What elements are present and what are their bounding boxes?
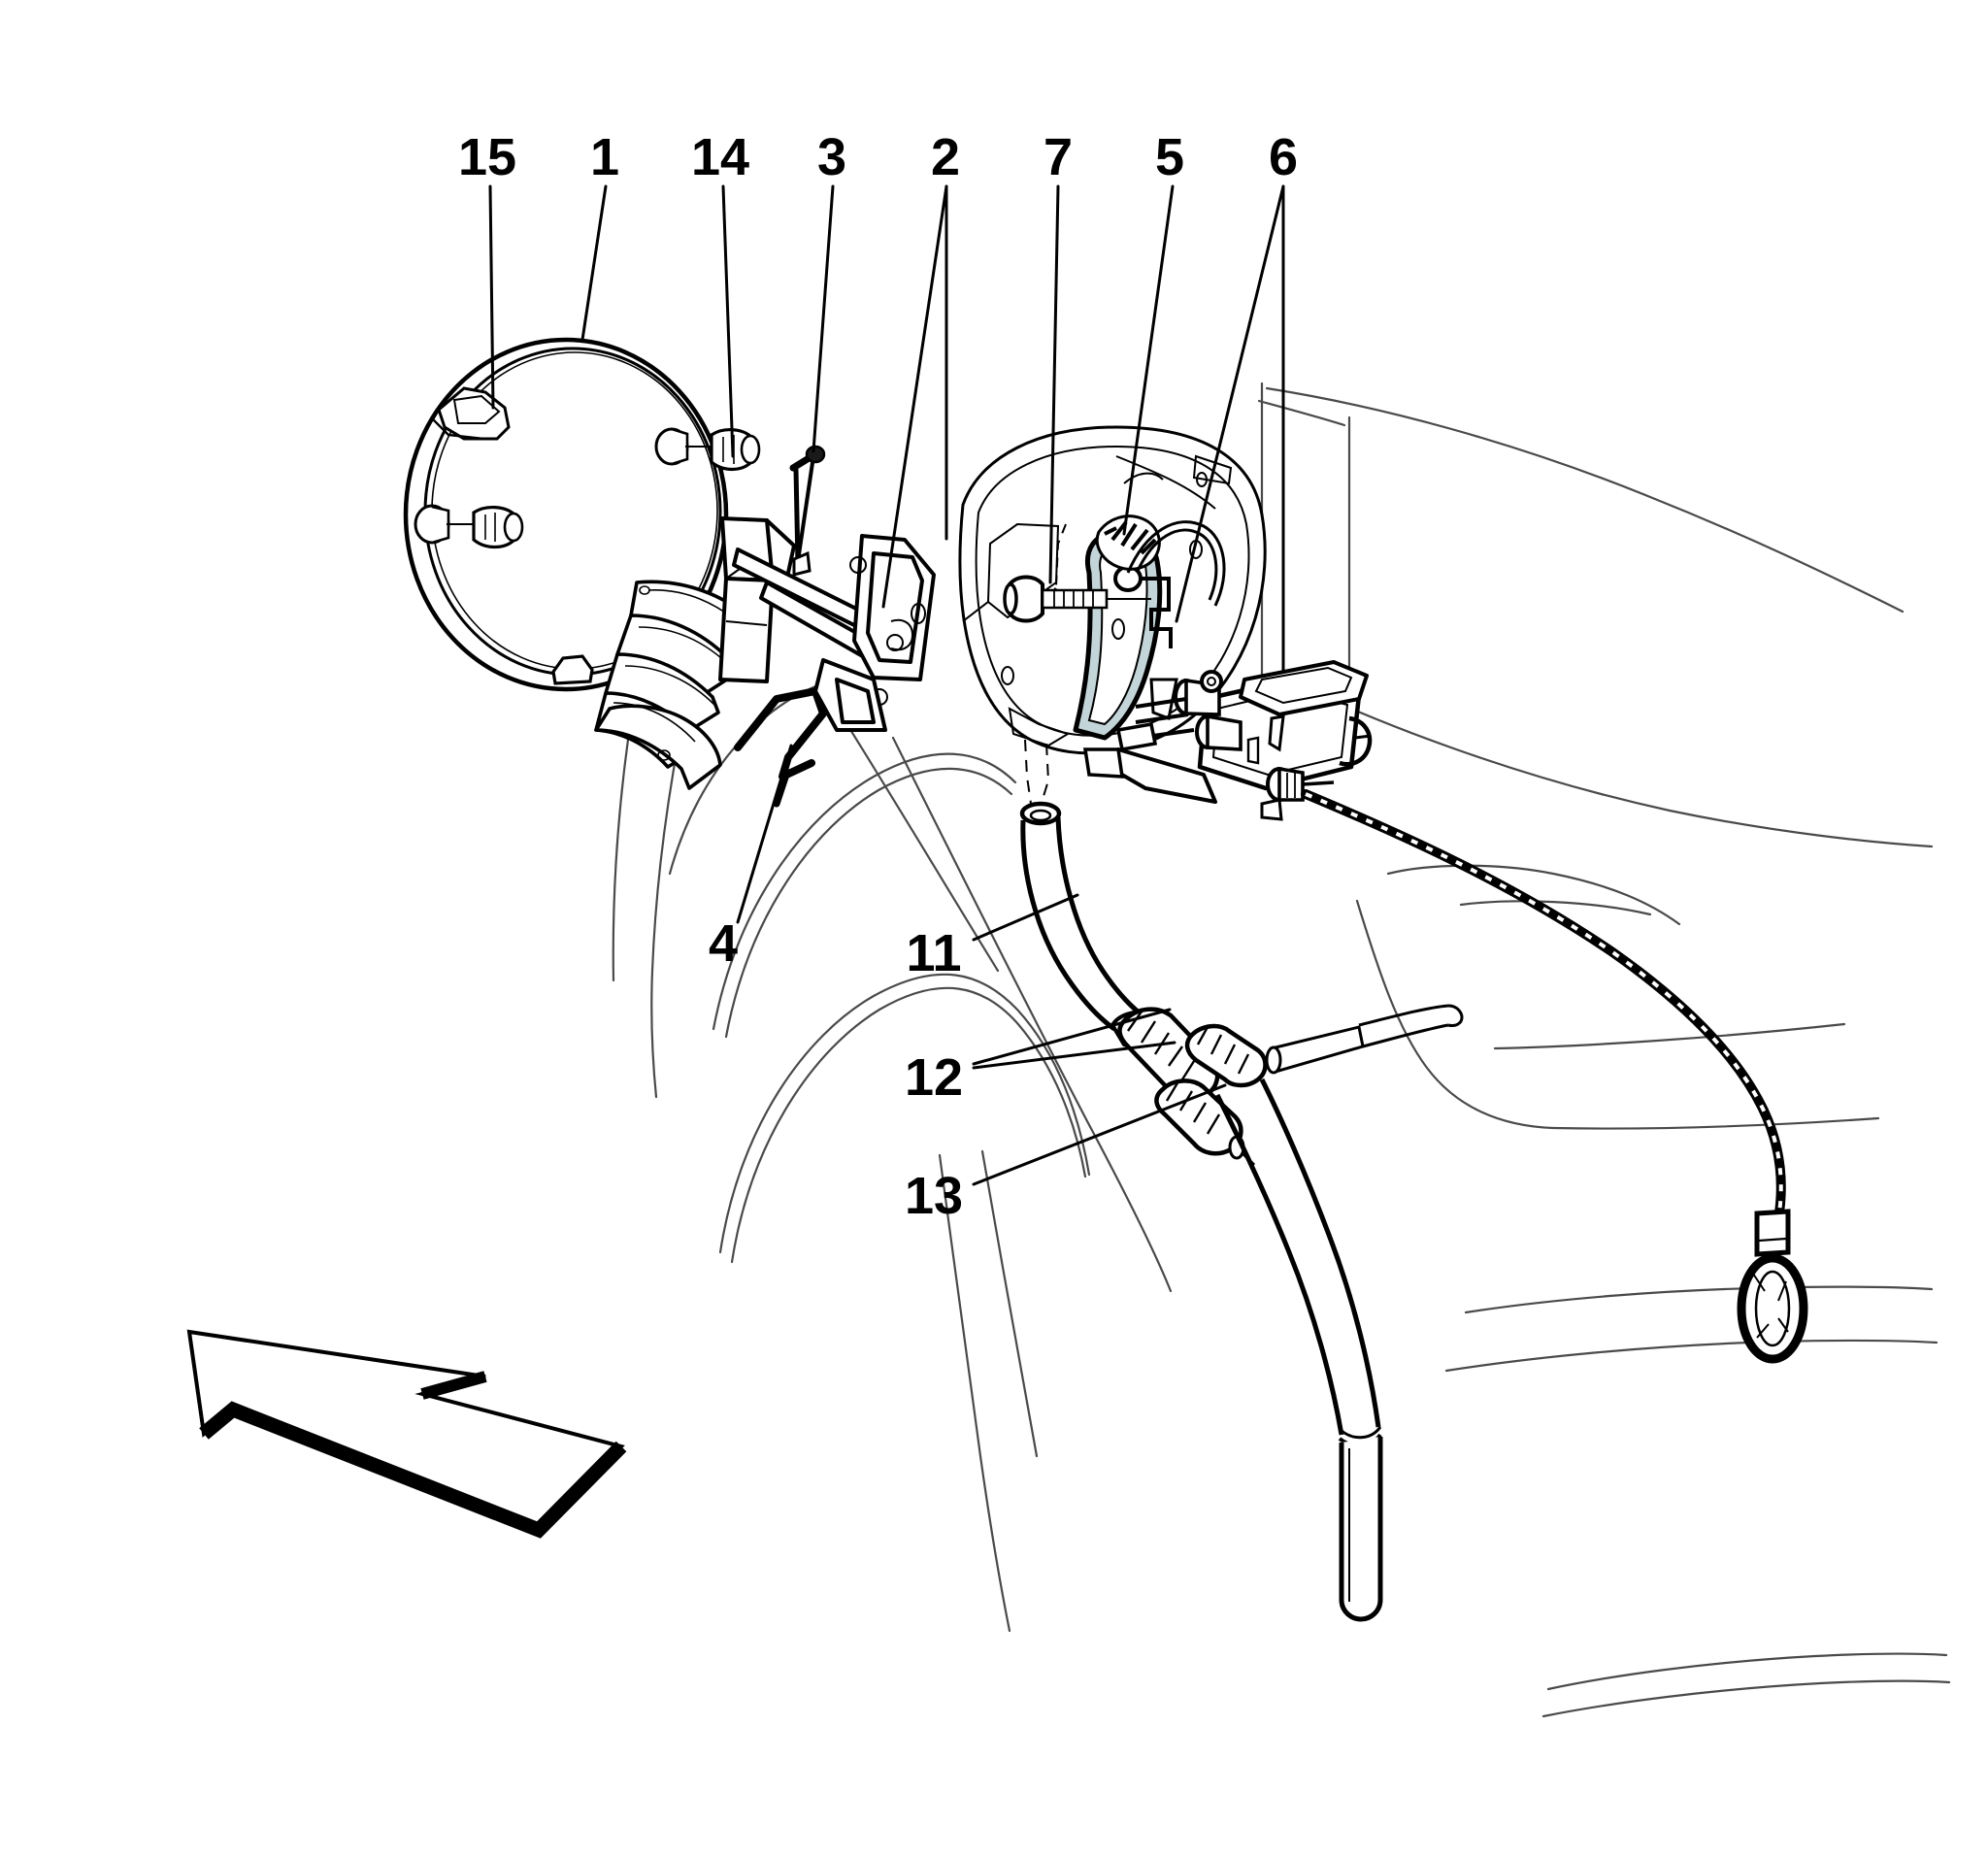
leader-14: [721, 184, 735, 458]
leader-5: [1122, 184, 1175, 536]
part-4-spring-clip: [734, 687, 827, 780]
callout-label-14: 14: [691, 128, 749, 186]
callout-label-13: 13: [905, 1167, 963, 1225]
callout-label-15: 15: [458, 128, 516, 186]
callout-label-6: 6: [1269, 128, 1298, 186]
leader-12b: [972, 1041, 1176, 1070]
forward-direction-arrow: [186, 1329, 627, 1539]
leader-7: [1048, 184, 1060, 584]
callout-label-4: 4: [709, 914, 738, 973]
part-4-spring-clip-tail: [773, 771, 790, 808]
part-2-bracket-lower: [813, 658, 887, 732]
part-3-hinge-pin: [789, 445, 826, 577]
part-12-hose-t-connector: [1117, 1004, 1464, 1167]
callout-label-7: 7: [1044, 128, 1073, 186]
leader-3: [812, 184, 835, 453]
part-5-release-lever: [1073, 529, 1178, 741]
flexible-hinge-strap: [594, 580, 759, 790]
leader-6a: [1175, 184, 1285, 623]
leader-1: [580, 184, 608, 342]
callout-label-11: 11: [906, 924, 961, 982]
callout-label-3: 3: [817, 128, 846, 186]
callout-label-1: 1: [590, 128, 619, 186]
callout-leaders: [488, 184, 1285, 1186]
part-6-latch-actuator-assembly: [1082, 660, 1373, 821]
leader-12a: [972, 1008, 1172, 1066]
part-5-pivot-clip: [1095, 514, 1161, 571]
leader-4: [736, 744, 793, 924]
leader-2a: [881, 184, 948, 609]
lever-return-spring: [1126, 520, 1226, 607]
callout-label-2: 2: [931, 128, 960, 186]
control-cable: [1301, 789, 1808, 1364]
part-7-fixing-screw: [1003, 575, 1151, 623]
leader-13: [972, 1083, 1227, 1186]
leader-11: [972, 893, 1079, 942]
leader-15: [488, 184, 495, 410]
callout-label-5: 5: [1155, 128, 1184, 186]
callout-label-12: 12: [905, 1048, 963, 1107]
part-15-door-retainer-clip: [414, 504, 524, 549]
car-body-outline: [612, 382, 1951, 1718]
callout-numbers: 15 1 14 3 2 7 5 6 4 11 12 13: [458, 128, 1298, 1225]
part-13-lower-drain-hose: [1214, 1078, 1383, 1622]
part-2-hinge-bracket: [718, 516, 936, 683]
